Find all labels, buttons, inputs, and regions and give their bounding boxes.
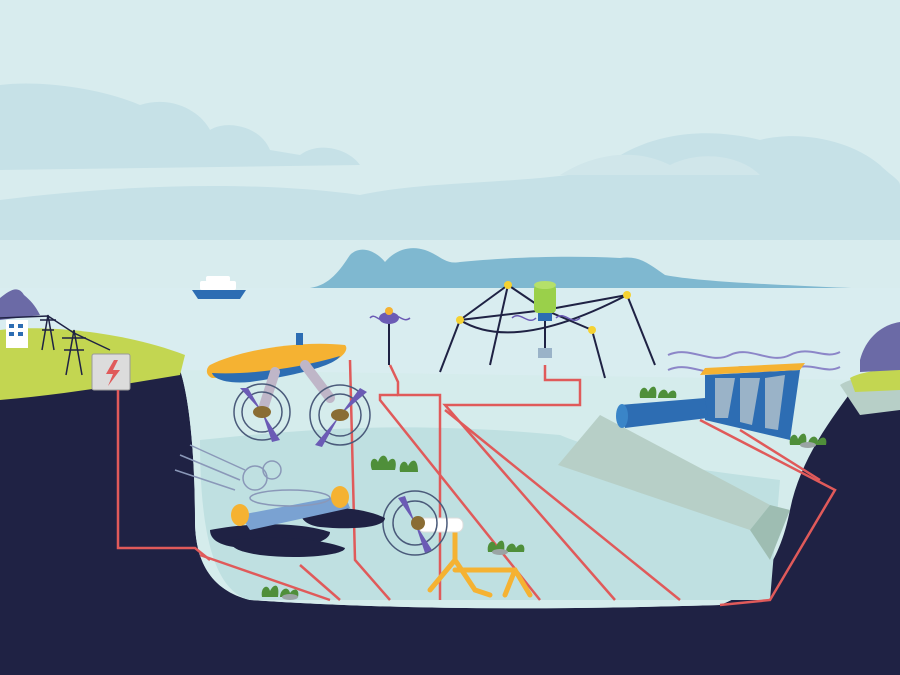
- floating-tidal-platform: [206, 333, 371, 447]
- seabed: [0, 370, 900, 675]
- rotor-right: [309, 384, 371, 447]
- wave-buoy: [369, 307, 411, 365]
- right-hill: [860, 322, 900, 372]
- moored-platform: [439, 281, 656, 379]
- transmission-tower-icon: [0, 314, 111, 376]
- substation-box: [91, 353, 131, 391]
- seabed-ramp: [558, 415, 770, 530]
- rotor-left: [233, 383, 291, 442]
- clouds: [0, 83, 900, 240]
- lightning-icon: [106, 360, 120, 386]
- cruise-ship-icon: [192, 276, 246, 299]
- building-icon: [6, 320, 28, 348]
- seabed-turbine-device: [382, 490, 533, 598]
- twin-hull-tidal-device: [174, 444, 385, 558]
- distant-mountains: [310, 248, 895, 290]
- right-land: [850, 368, 900, 392]
- seabed-ramp-side: [750, 505, 790, 560]
- wave-overtopping-device: [616, 350, 841, 440]
- seagrass-icon: [261, 386, 827, 600]
- power-cables: [116, 359, 837, 607]
- left-hill: [0, 289, 40, 320]
